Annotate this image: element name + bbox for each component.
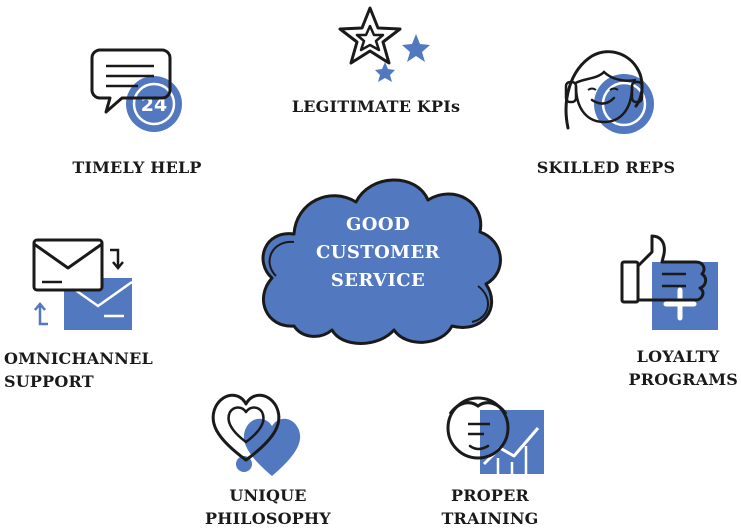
growth-chart-person-icon [446,396,544,474]
center-title: GOOD CUSTOMER SERVICE [246,158,510,348]
center-line-2: CUSTOMER [316,242,440,263]
envelope-exchange-icon [32,238,133,330]
hearts-icon [211,393,301,476]
chat-24-icon: 24 [90,48,182,132]
node-label-loyalty-programs: LOYALTY PROGRAMS [628,347,738,389]
center-line-3: SERVICE [330,270,426,291]
node-label-unique-philosophy: UNIQUE PHILOSOPHY [205,486,331,528]
star-icon [338,6,430,82]
thumbs-up-card-icon [620,234,718,330]
center-cloud [261,178,502,345]
node-label-legitimate-kpis: LEGITIMATE KPIs [291,97,461,116]
agent-headset-icon [564,50,654,134]
node-label-omnichannel-support: OMNICHANNEL SUPPORT [4,349,153,391]
node-label-skilled-reps: SKILLED REPS [536,158,676,177]
center-line-1: GOOD [346,214,410,235]
node-label-proper-training: PROPER TRAINING [441,486,539,528]
node-label-timely-help: TIMELY HELP [72,158,202,177]
